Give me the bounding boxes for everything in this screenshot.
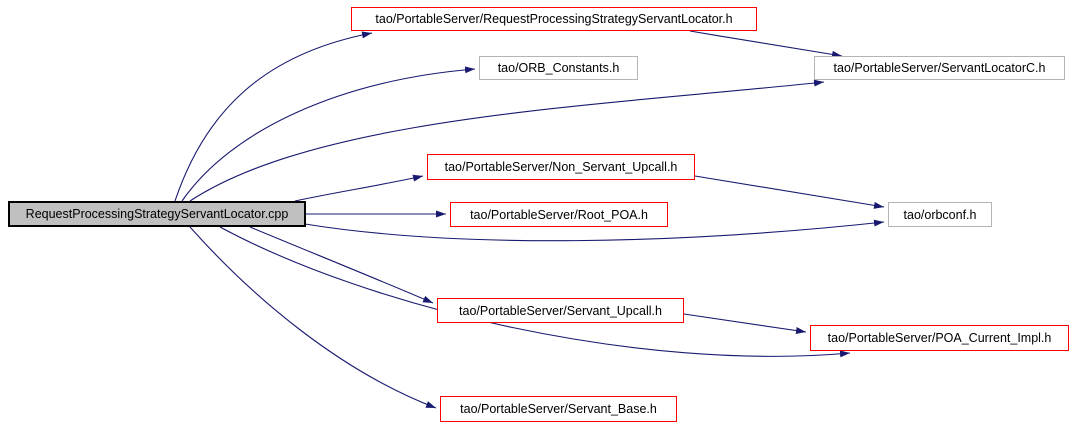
dependency-arrows: [174, 30, 885, 409]
graph-node-servant_upcall_h[interactable]: tao/PortableServer/Servant_Upcall.h: [437, 298, 684, 323]
edge-cpp-to-servant_upcall_h: [249, 226, 434, 304]
edge-rpsl_h-to-servant_locator_c_h: [689, 30, 843, 58]
graph-node-servant_base_h[interactable]: tao/PortableServer/Servant_Base.h: [440, 396, 677, 422]
edge-cpp-to-non_servant_upcall_h: [294, 174, 424, 202]
edge-cpp-to-rpsl_h: [174, 31, 373, 202]
graph-node-rpsl_h[interactable]: tao/PortableServer/RequestProcessingStra…: [351, 7, 757, 31]
edge-cpp-to-poa_current_impl_h: [219, 226, 851, 358]
edge-cpp-to-servant_locator_c_h: [189, 79, 825, 202]
graph-node-root_poa_h[interactable]: tao/PortableServer/Root_POA.h: [450, 202, 668, 227]
graph-node-orbconf_h: tao/orbconf.h: [888, 202, 992, 227]
edge-non_servant_upcall_h-to-orbconf_h: [694, 175, 885, 209]
graph-node-orb_constants_h: tao/ORB_Constants.h: [479, 56, 638, 80]
edge-servant_upcall_h-to-poa_current_impl_h: [683, 313, 807, 334]
graph-node-cpp: RequestProcessingStrategyServantLocator.…: [8, 201, 306, 227]
edge-cpp-to-orbconf_h: [304, 219, 885, 242]
edge-cpp-to-servant_base_h: [189, 226, 437, 409]
edge-cpp-to-orb_constants_h: [181, 66, 476, 202]
graph-node-servant_locator_c_h: tao/PortableServer/ServantLocatorC.h: [814, 56, 1065, 80]
graph-node-non_servant_upcall_h[interactable]: tao/PortableServer/Non_Servant_Upcall.h: [427, 154, 695, 180]
graph-node-poa_current_impl_h[interactable]: tao/PortableServer/POA_Current_Impl.h: [810, 325, 1069, 351]
